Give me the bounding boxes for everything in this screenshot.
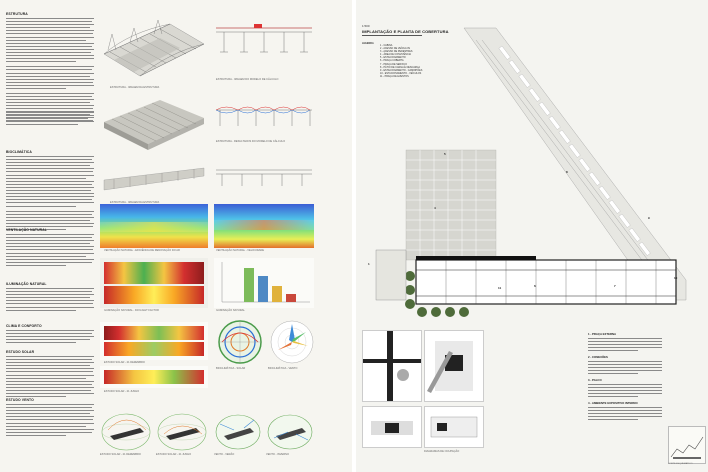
text-block-title: 3 - PALCO xyxy=(588,378,602,382)
text-block: 1 - PRAÇA EXTERNA xyxy=(588,332,664,351)
legend-item: 7 - PRAÇA DE SERVIÇO xyxy=(380,62,407,66)
wind-sphere-diagram-2 xyxy=(266,408,314,452)
section-heading-iluminacao: ILUMINAÇÃO NATURAL xyxy=(6,282,47,286)
occupation-diagram-1 xyxy=(362,330,422,402)
section-heading-bioclimatica: BIOCLIMÁTICA xyxy=(6,150,32,154)
caption-sun-path: BIOCLIMÁTICA - SOLAR xyxy=(216,367,246,370)
legend-item: 4 - ÁREA DE CONVIVÊNCIA xyxy=(380,53,411,57)
caption-structure-results: ESTRUTURA - RESULTADOS DO MODELO DE CÁLC… xyxy=(216,140,286,143)
site-plan xyxy=(356,0,708,330)
legend-item: 9 - ESTACIONAMENTO - CAMINHÕES xyxy=(380,68,423,72)
plan-label: 1 xyxy=(368,262,370,266)
illumination-bar-chart xyxy=(214,258,314,308)
caption-illumination-chart: ILUMINAÇÃO NATURAL xyxy=(216,309,245,312)
schematic-section xyxy=(668,426,706,464)
wind-rose-diagram xyxy=(268,318,316,366)
legend-item: 2 - ACESSO DE VEÍCULOS xyxy=(380,47,411,51)
caption-structure-isometric: ESTRUTURA - IMAGEM DA ESTRUTURA xyxy=(110,86,160,89)
section-heading-clima: CLIMA E CONFORTO xyxy=(6,324,42,328)
caption-illumination-plan: ILUMINAÇÃO NATURAL - DAYLIGHT FACTOR xyxy=(104,309,159,312)
text-column-estudo-solar xyxy=(6,356,94,399)
plan-label: 6 xyxy=(534,284,536,288)
plan-label: 11 xyxy=(498,286,502,290)
caption-ventilation-temperature: VENTILAÇÃO NATURAL - EFICIÊNCIA DE RENOV… xyxy=(104,249,180,252)
legend-header: LEGENDA xyxy=(362,42,374,45)
bottom-text-blocks: 1 - PRAÇA EXTERNA 2 - CONEXÕES 3 - PALCO 4 … xyxy=(588,332,664,424)
sheet-title: IMPLANTAÇÃO E PLANTA DE COBERTURA xyxy=(362,29,449,34)
solar-study-plot-2 xyxy=(100,366,208,388)
illumination-plan-strip xyxy=(100,258,208,308)
plan-label: 4 xyxy=(434,206,436,210)
caption-bottom-3: VENTO - VERÃO xyxy=(214,453,235,456)
text-column-iluminacao xyxy=(6,288,94,313)
caption-bottom-4: VENTO - INVERNO xyxy=(266,453,290,456)
left-sheet: ESTRUTURA ESTRUTURA - IMAGEM DA ESTRUTUR… xyxy=(0,0,352,472)
text-column-ventilacao xyxy=(6,234,94,268)
occupation-diagram-3 xyxy=(362,406,422,448)
caption-ventilation-velocity: VENTILAÇÃO NATURAL - VELOCIDADE xyxy=(216,249,264,252)
sun-path-diagram xyxy=(216,318,264,366)
legend-item: 11 - PRAÇA DE EVENTOS xyxy=(380,74,409,78)
text-column-bioclimatica xyxy=(6,156,94,232)
text-block: 3 - PALCO xyxy=(588,378,664,397)
structure-section-drawing xyxy=(214,160,314,190)
legend-item: 3 - ACESSO DE PEDESTRES xyxy=(380,50,413,54)
caption-bottom-2: ESTUDO SOLAR - 21 JUNHO xyxy=(156,453,192,456)
schematic-caption: CORTE ESQUEMÁTICO xyxy=(668,463,693,465)
plan-label: 8 xyxy=(566,170,568,174)
structure-model-drawing xyxy=(214,16,314,70)
occupation-diagram-4 xyxy=(424,406,484,448)
text-block: 2 - CONEXÕES xyxy=(588,355,664,374)
scale-label: 1:500 xyxy=(362,24,370,28)
section-heading-structure: ESTRUTURA xyxy=(6,12,28,16)
right-sheet: 1:500 IMPLANTAÇÃO E PLANTA DE COBERTURA … xyxy=(356,0,708,472)
legend: LEGENDA xyxy=(362,42,374,45)
structure-render-image xyxy=(100,92,208,154)
section-heading-ventilacao: VENTILAÇÃO NATURAL xyxy=(6,228,47,232)
ventilation-velocity-plot xyxy=(214,204,314,248)
structure-isometric-image xyxy=(100,14,208,86)
legend-item: 10 - ESTACIONAMENTO - VEÍCULOS xyxy=(380,71,422,75)
text-block-title: 4 - AMBIENTE EXPOSITIVO INTERNO xyxy=(588,401,638,405)
plan-label: 5 xyxy=(444,152,446,156)
text-column-structure-2 xyxy=(6,105,94,127)
legend-item: 6 - PRAÇA COBERTA xyxy=(380,59,404,63)
caption-solar-study-2: ESTUDO SOLAR - 21 JUNHO xyxy=(104,390,140,393)
text-column-clima xyxy=(6,330,94,345)
section-heading-estudo-vento: ESTUDO VENTO xyxy=(6,398,34,402)
text-column-estudo-vento xyxy=(6,404,94,438)
caption-bottom-1: ESTUDO SOLAR - 21 DEZEMBRO xyxy=(100,453,141,456)
sheet-divider xyxy=(352,0,356,472)
text-block: 4 - AMBIENTE EXPOSITIVO INTERNO xyxy=(588,401,664,420)
structure-elevation-image xyxy=(100,160,208,200)
caption-wind-rose: BIOCLIMÁTICA - VENTO xyxy=(268,367,298,370)
caption-structure-bottom: ESTRUTURA - IMAGEM DA ESTRUTURA xyxy=(110,201,160,204)
plan-label: 10 xyxy=(674,276,678,280)
occupation-diagram-2 xyxy=(424,330,484,402)
legend-item: 1 - CABINA xyxy=(380,44,393,47)
plan-label: 7 xyxy=(614,284,616,288)
solar-study-plot xyxy=(100,322,208,360)
wind-sphere-diagram-1 xyxy=(214,408,262,452)
caption-solar-study-1: ESTUDO SOLAR - 21 DEZEMBRO xyxy=(104,361,145,364)
caption-structure-model: ESTRUTURA - IMAGEM DO MODELO DE CÁLCULO xyxy=(216,78,279,81)
title-underline xyxy=(362,35,422,36)
legend-item: 8 - PÁTIO DE CARGA E DESCARGA xyxy=(380,65,420,69)
occupation-caption: DIAGRAMAS DE OCUPAÇÃO xyxy=(424,450,460,453)
plan-label: 9 xyxy=(648,216,650,220)
structure-results-drawing xyxy=(214,96,314,136)
text-block-title: 2 - CONEXÕES xyxy=(588,355,608,359)
legend-item: 5 - ESTACIONAMENTO xyxy=(380,56,406,60)
ventilation-temperature-plot xyxy=(100,204,208,248)
solar-sphere-diagram-1 xyxy=(100,408,152,452)
section-heading-estudo-solar: ESTUDO SOLAR xyxy=(6,350,35,354)
text-block-title: 1 - PRAÇA EXTERNA xyxy=(588,332,617,336)
solar-sphere-diagram-2 xyxy=(156,408,208,452)
